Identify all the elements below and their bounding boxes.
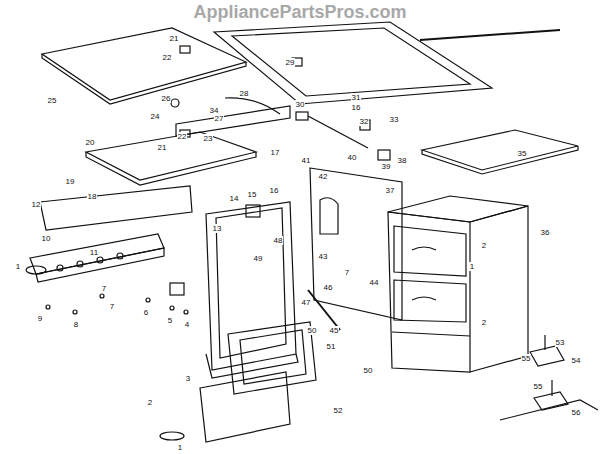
callout-number: 16 <box>351 103 362 112</box>
callout-number: 7 <box>101 284 107 293</box>
callout-number: 49 <box>253 254 264 263</box>
callout-number: 11 <box>89 248 99 257</box>
callout-number: 37 <box>385 186 396 195</box>
callout-number: 29 <box>285 58 296 67</box>
callout-number: 44 <box>369 278 380 287</box>
callout-number: 16 <box>269 186 280 195</box>
callout-number: 20 <box>85 138 96 147</box>
callout-number: 10 <box>41 234 52 243</box>
callout-number: 26 <box>161 94 172 103</box>
callout-number: 7 <box>344 268 350 277</box>
callout-number: 28 <box>239 89 250 98</box>
callout-number: 35 <box>517 149 528 158</box>
callout-number: 47 <box>301 298 312 307</box>
callout-number: 6 <box>143 308 149 317</box>
callout-number: 56 <box>571 408 582 417</box>
callout-number: 21 <box>169 34 180 43</box>
callout-number: 5 <box>167 316 173 325</box>
callout-number: 8 <box>73 320 79 329</box>
callout-number: 50 <box>307 326 318 335</box>
callout-number: 4 <box>184 320 190 329</box>
callout-number: 54 <box>571 356 582 365</box>
callout-number: 55 <box>521 354 532 363</box>
callout-number: 15 <box>247 190 258 199</box>
callout-number: 53 <box>555 338 566 347</box>
callout-number: 51 <box>326 342 337 351</box>
callout-number: 41 <box>301 156 312 165</box>
callout-number: 2 <box>481 241 487 250</box>
callout-number: 39 <box>381 162 392 171</box>
callout-number: 9 <box>37 314 43 323</box>
callout-number: 48 <box>273 236 284 245</box>
callout-number: 19 <box>65 177 76 186</box>
callout-number: 34 <box>209 106 220 115</box>
callout-number: 21 <box>157 143 168 152</box>
callout-number: 33 <box>389 115 400 124</box>
callout-number: 45 <box>329 326 340 335</box>
callout-number: 22 <box>162 53 173 62</box>
callout-number: 23 <box>203 134 214 143</box>
callout-number: 55 <box>533 382 544 391</box>
callout-number: 27 <box>214 114 225 123</box>
callout-number: 2 <box>481 318 487 327</box>
callout-number: 24 <box>150 112 161 121</box>
callout-number: 31 <box>351 93 362 102</box>
callout-number: 38 <box>397 156 408 165</box>
callout-number: 18 <box>87 192 98 201</box>
callout-number: 22 <box>177 132 188 141</box>
callout-number: 50 <box>363 366 374 375</box>
callout-number: 40 <box>347 153 358 162</box>
callout-number: 52 <box>333 406 344 415</box>
callout-number: 3 <box>185 374 191 383</box>
callout-number: 25 <box>47 96 58 105</box>
callout-number: 43 <box>318 252 329 261</box>
callout-number: 14 <box>229 194 240 203</box>
callout-number: 30 <box>295 100 306 109</box>
callout-number: 1 <box>15 262 21 271</box>
callout-number: 2 <box>147 398 153 407</box>
callout-number: 13 <box>212 224 223 233</box>
callout-number: 46 <box>323 283 334 292</box>
callout-number: 17 <box>270 148 281 157</box>
callout-number: 12 <box>31 200 42 209</box>
callout-number: 1 <box>469 262 475 271</box>
watermark: AppliancePartsPros.com <box>193 2 406 22</box>
callout-number: 42 <box>318 172 329 181</box>
callout-number: 7 <box>109 302 115 311</box>
callout-number: 1 <box>177 443 183 452</box>
callout-number: 36 <box>540 228 551 237</box>
callout-number: 32 <box>359 117 370 126</box>
